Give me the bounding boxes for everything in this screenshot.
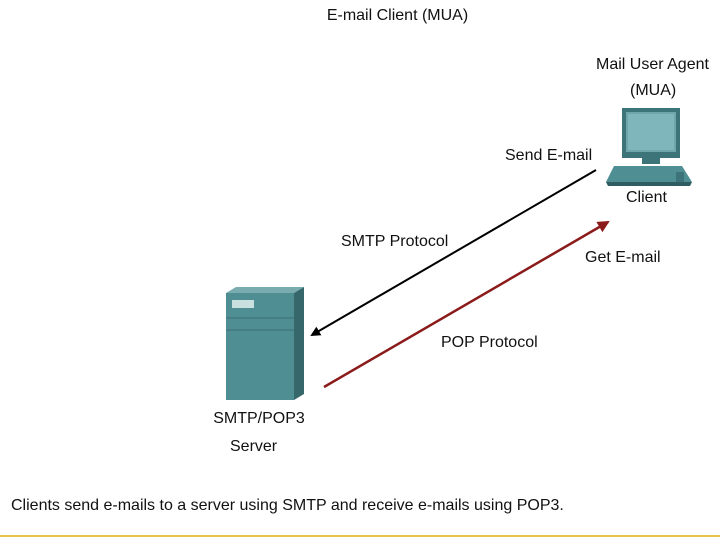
server-tower-icon: [226, 287, 304, 400]
pop-arrow: [323, 220, 610, 389]
client-label: Client: [626, 189, 667, 206]
smtp-protocol-label: SMTP Protocol: [341, 233, 449, 250]
diagram-caption: Clients send e-mails to a server using S…: [11, 497, 564, 514]
get-email-label: Get E-mail: [585, 249, 661, 266]
server-label-line1: SMTP/POP3: [213, 410, 305, 427]
bottom-divider: [0, 535, 720, 537]
server-label-line2: Server: [230, 438, 278, 455]
client-agent-abbrev: (MUA): [630, 82, 677, 99]
client-agent-label: Mail User Agent: [596, 56, 709, 73]
diagram-title: E-mail Client (MUA): [326, 7, 469, 24]
computer-icon: [606, 108, 692, 186]
send-email-label: Send E-mail: [505, 147, 593, 164]
pop-protocol-label: POP Protocol: [441, 334, 538, 351]
smtp-arrow: [310, 169, 597, 337]
